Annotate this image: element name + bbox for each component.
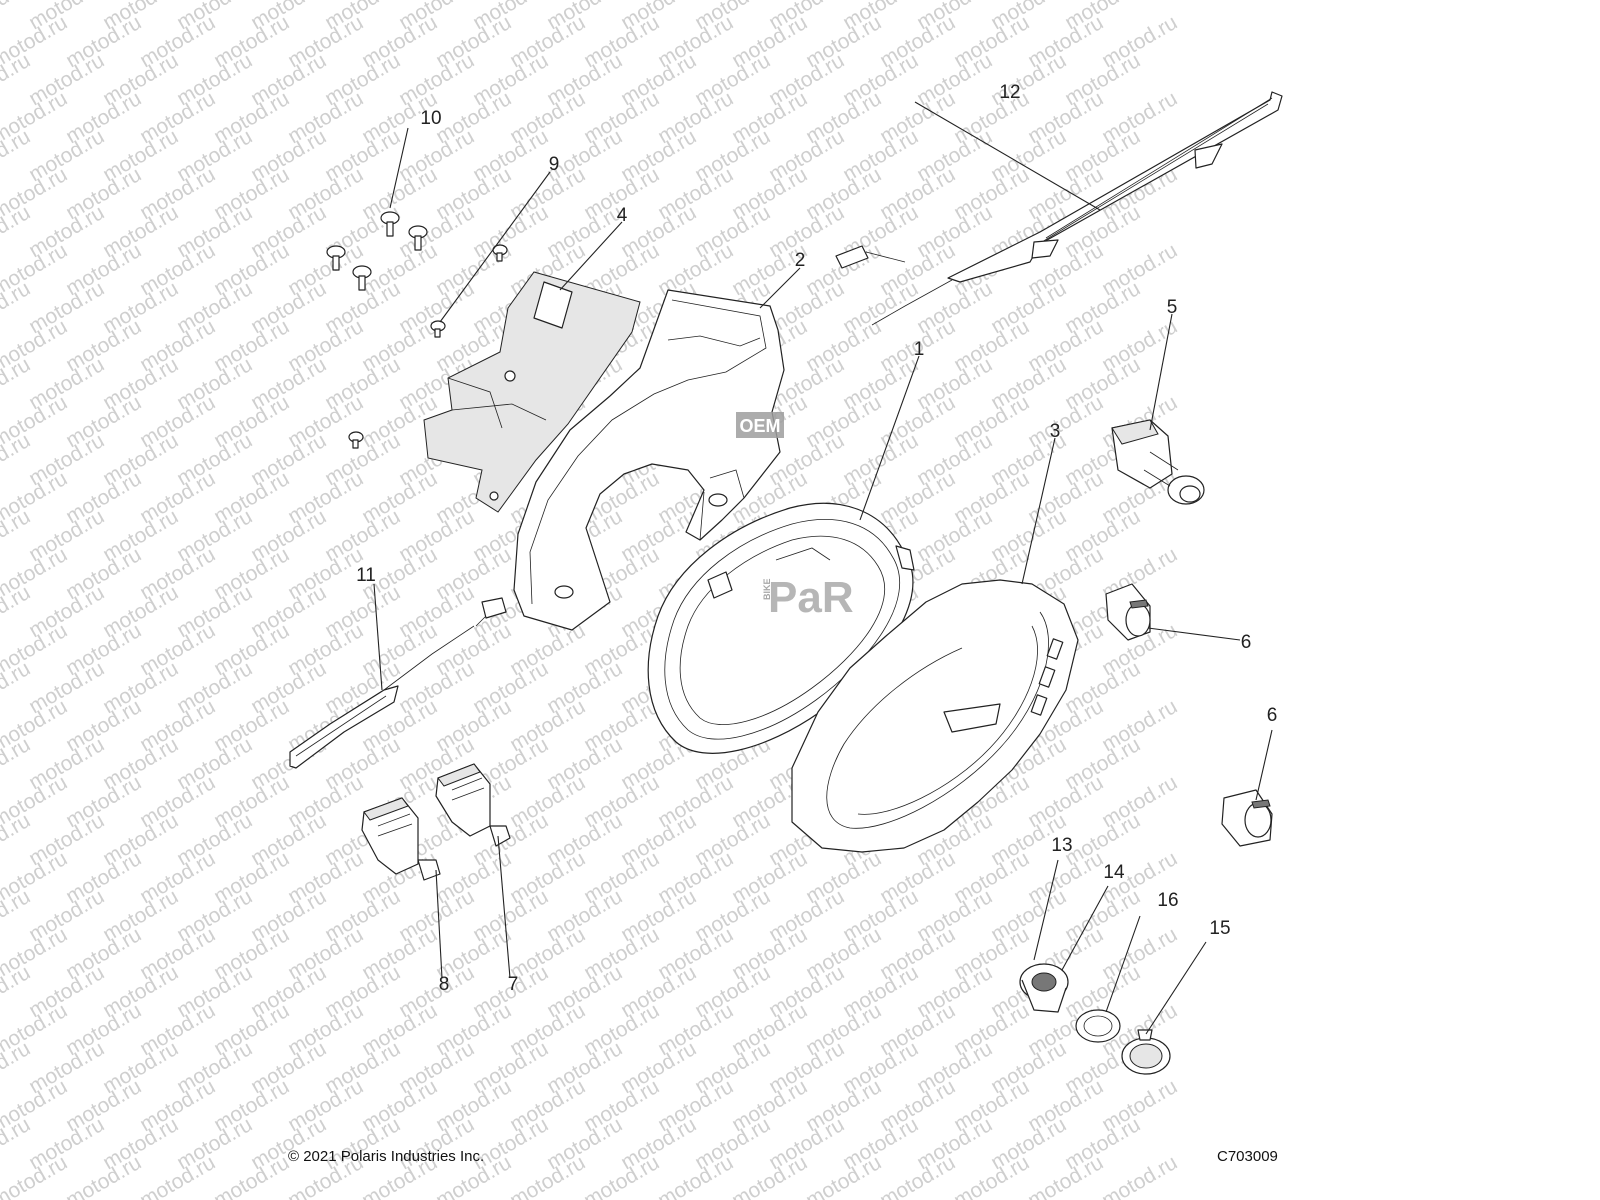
callout-4: 4 (617, 205, 628, 226)
watermark-text: motod.ru (0, 733, 34, 794)
callout-14: 14 (1103, 862, 1125, 883)
callout-2: 2 (795, 250, 806, 271)
callout-3: 3 (1050, 421, 1061, 442)
watermark-text: motod.ru (0, 809, 34, 870)
callout-7: 7 (508, 974, 519, 995)
part-3-cluster-bezel (791, 579, 1079, 853)
watermark-text: motod.ru (0, 657, 34, 718)
watermark-text: motod.ru (0, 353, 34, 414)
part-6-lamp-socket-upper (1105, 583, 1151, 641)
watermark-text: motod.ru (0, 505, 34, 566)
watermark-text: motod.ru (0, 961, 34, 1022)
part-15-port-cap (1121, 1029, 1171, 1075)
par-stamp-text: PaR (768, 573, 854, 622)
watermark-text: motod.ru (0, 581, 34, 642)
callout-numbers: 1 2 3 4 5 6 6 7 8 9 10 11 12 13 14 15 16 (356, 82, 1277, 995)
watermark-text: motod.ru (0, 429, 34, 490)
part-12-harness-strip (835, 91, 1283, 326)
part-11-harness-connector (289, 597, 507, 769)
callout-9: 9 (549, 154, 560, 175)
part-9-screws (348, 244, 508, 449)
oem-stamp-text: OEM (739, 416, 780, 436)
part-16-lock-ring (1075, 1009, 1121, 1043)
part-6-lamp-socket-lower (1221, 789, 1273, 847)
watermark-text: motod.ru (0, 49, 34, 110)
part-4-mounting-plate (423, 271, 641, 513)
part-10-bolts (326, 211, 428, 291)
callout-16: 16 (1157, 890, 1178, 911)
callout-13: 13 (1051, 835, 1072, 856)
part-7-rocker-switch (435, 763, 511, 847)
part-5-ignition-switch (1111, 419, 1205, 505)
callout-6-upper: 6 (1241, 632, 1252, 653)
oem-stamp: OEM (736, 412, 784, 438)
bike-stamp-text: BIKE (762, 578, 772, 600)
copyright-notice: © 2021 Polaris Industries Inc. (288, 1148, 485, 1165)
watermark-text: motod.ru (0, 1113, 34, 1174)
watermark-text: motod.ru (0, 201, 34, 262)
callout-10: 10 (420, 108, 441, 129)
callout-1: 1 (914, 339, 925, 360)
callout-8: 8 (439, 974, 450, 995)
watermark-text: motod.ru (0, 125, 34, 186)
watermark-text: motod.ru (0, 1037, 34, 1098)
diagram-code: C703009 (1217, 1148, 1278, 1165)
par-stamp: PaR BIKE (762, 573, 854, 622)
callout-11: 11 (356, 565, 376, 586)
callout-leader-lines (373, 101, 1273, 1035)
watermark-text: motod.ru (0, 885, 34, 946)
watermark-text: motod.ru (0, 277, 34, 338)
watermark-text: motod.ru (1098, 1151, 1181, 1200)
part-8-rocker-switch (361, 797, 441, 881)
callout-12: 12 (999, 82, 1020, 103)
callout-6-lower: 6 (1267, 705, 1278, 726)
callout-5: 5 (1167, 297, 1178, 318)
part-13-power-port (1019, 963, 1069, 1013)
callout-15: 15 (1209, 918, 1230, 939)
